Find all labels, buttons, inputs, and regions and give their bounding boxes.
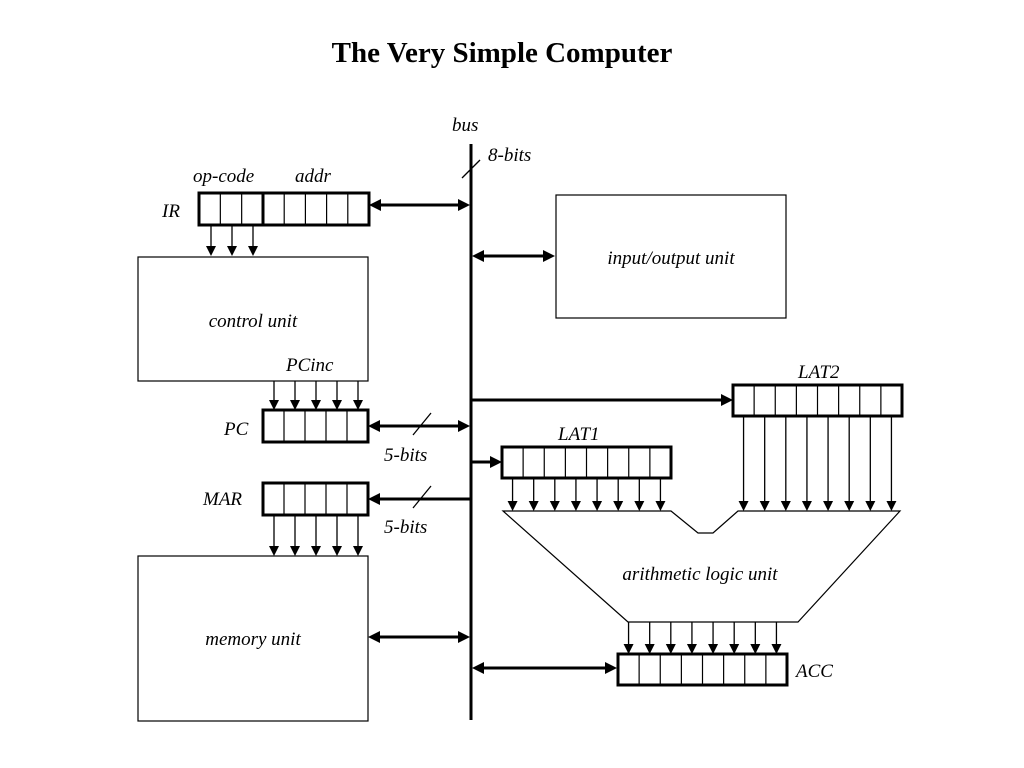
- pc-register: PC: [223, 408, 370, 444]
- control-unit-label: control unit: [209, 311, 298, 332]
- lat1-to-alu-arrows: [507, 478, 666, 511]
- bit-arrow-head: [844, 501, 855, 511]
- io-bus-connection: [472, 250, 555, 262]
- bus-label: bus: [452, 115, 478, 136]
- pc-label: PC: [223, 419, 249, 440]
- bit-arrow-head: [886, 501, 897, 511]
- lat1-cells: [522, 447, 651, 478]
- io-unit-label: input/output unit: [607, 248, 735, 269]
- bit-arrow-head: [823, 501, 834, 511]
- bit-arrow-head: [729, 644, 740, 654]
- page-title: The Very Simple Computer: [332, 37, 673, 69]
- bit-arrow-head: [644, 644, 655, 654]
- pcinc-label: PCinc: [285, 355, 334, 376]
- memory-bus-connection: [368, 631, 470, 643]
- lat1-register: LAT1: [500, 424, 673, 480]
- memory-unit-box: [137, 555, 369, 722]
- memory-unit: memory unit: [137, 555, 369, 722]
- mar-cells: [283, 483, 348, 515]
- bit-arrow-head: [570, 501, 581, 511]
- bus-width-label: 8-bits: [488, 145, 531, 166]
- bus-to-mar-connection: 5-bits: [368, 485, 470, 538]
- control-unit: control unit PCinc: [137, 256, 369, 382]
- ir-cells: [219, 193, 349, 225]
- lat2-cells: [753, 385, 882, 416]
- pc-bus-width-label: 5-bits: [384, 445, 427, 466]
- bit-arrow-head: [623, 644, 634, 654]
- ir-label: IR: [161, 201, 180, 222]
- bit-arrow-head: [549, 501, 560, 511]
- mar-to-memory-arrows: [269, 515, 363, 556]
- bus-width-slash: [461, 159, 481, 179]
- pcinc-arrows: [269, 381, 363, 410]
- bit-arrow-head: [738, 501, 749, 511]
- addr-label: addr: [295, 166, 332, 187]
- bit-arrow-head: [665, 644, 676, 654]
- control-unit-box: [137, 256, 369, 382]
- bit-arrow-head: [780, 501, 791, 511]
- acc-register: ACC: [616, 652, 833, 687]
- bit-arrow-head: [771, 644, 782, 654]
- lat1-label: LAT1: [557, 424, 600, 445]
- bus-to-lat1-connection: [471, 456, 502, 468]
- pc-bus-connection: 5-bits: [368, 412, 470, 466]
- bit-arrow-head: [528, 501, 539, 511]
- bit-arrow-head: [801, 501, 812, 511]
- bit-arrow-head: [759, 501, 770, 511]
- bit-arrow-head: [592, 501, 603, 511]
- lat2-register: LAT2: [731, 362, 904, 418]
- bit-arrow-head: [655, 501, 666, 511]
- bit-arrow-head: [708, 644, 719, 654]
- opcode-label: op-code: [193, 166, 254, 187]
- lat2-to-alu-arrows: [738, 416, 897, 511]
- io-unit-box: [555, 194, 787, 319]
- alu-shape: [501, 510, 902, 623]
- acc-label: ACC: [794, 661, 833, 682]
- ir-to-control-arrows: [206, 225, 258, 256]
- mar-register: MAR: [202, 481, 370, 517]
- bit-arrow-head: [507, 501, 518, 511]
- bus-to-lat2-connection: [471, 394, 733, 406]
- system-bus: bus 8-bits: [452, 115, 531, 720]
- alu: arithmetic logic unit: [501, 510, 902, 623]
- ir-register: IR op-code addr: [161, 166, 371, 227]
- bit-arrow-head: [865, 501, 876, 511]
- bit-arrow-head: [750, 644, 761, 654]
- ir-bus-connection: [369, 199, 470, 211]
- mar-label: MAR: [202, 489, 242, 510]
- alu-to-acc-arrows: [623, 622, 782, 654]
- acc-bus-connection: [472, 662, 617, 674]
- bit-arrow-head: [634, 501, 645, 511]
- bit-arrow-head: [613, 501, 624, 511]
- lat2-label: LAT2: [797, 362, 840, 383]
- pc-cells: [283, 410, 348, 442]
- mar-bus-width-label: 5-bits: [384, 517, 427, 538]
- acc-cells: [638, 654, 767, 685]
- alu-label: arithmetic logic unit: [622, 564, 778, 585]
- mar-frame: [261, 481, 370, 517]
- io-unit: input/output unit: [555, 194, 787, 319]
- memory-unit-label: memory unit: [205, 629, 301, 650]
- bit-arrow-head: [686, 644, 697, 654]
- pc-frame: [261, 408, 370, 444]
